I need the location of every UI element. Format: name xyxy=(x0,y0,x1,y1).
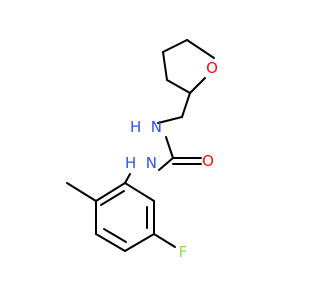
amine-bottom-label: H N xyxy=(125,154,157,172)
bond-carbonyl-nh xyxy=(158,157,174,171)
bond-ring-ch2 xyxy=(181,92,191,118)
bond-benzene-inner-2 xyxy=(103,228,127,243)
bond-benzene-inner-1 xyxy=(100,190,125,206)
bond-benzene-1 xyxy=(95,182,126,202)
bond-fluorine xyxy=(153,233,176,248)
bond-methyl xyxy=(66,182,97,202)
bond-ring-1 xyxy=(162,39,188,53)
bond-ch2-nh xyxy=(157,116,183,124)
carbonyl-oxygen-label: O xyxy=(202,152,214,170)
bond-nh-aryl xyxy=(124,173,131,184)
bond-ring-2 xyxy=(162,51,168,81)
bonds xyxy=(66,39,215,252)
ring-oxygen-label: O xyxy=(206,59,218,77)
bond-nh-carbonyl xyxy=(165,136,174,159)
bond-benzene-4 xyxy=(124,233,155,252)
fluorine-label: F xyxy=(179,243,188,261)
bond-benzene-3 xyxy=(95,233,126,252)
atom-labels: O H N O H N F xyxy=(125,59,218,261)
bond-benzene-6 xyxy=(124,182,155,202)
bond-ring-3 xyxy=(166,79,191,94)
chemical-structure: O H N O H N F xyxy=(66,39,218,261)
bond-ring-5 xyxy=(186,39,215,59)
bond-ring-4 xyxy=(189,77,206,94)
amine-top-label: H N xyxy=(130,118,162,136)
